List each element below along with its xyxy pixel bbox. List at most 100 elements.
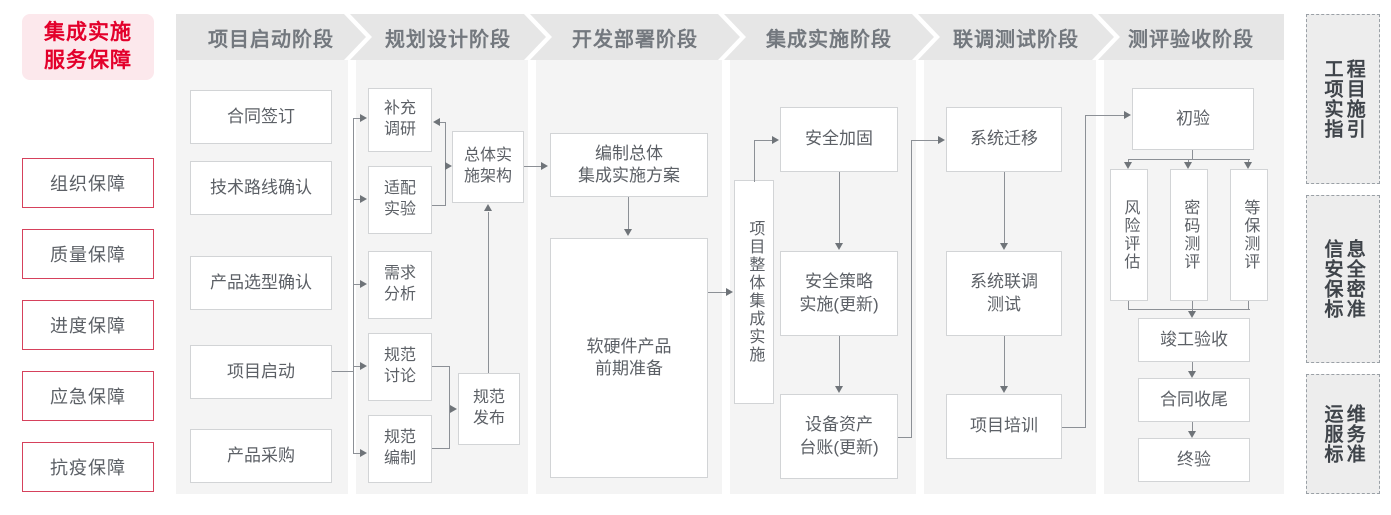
node-p2-2[interactable]: 需求 分析: [368, 251, 432, 319]
node-label: 终验: [1177, 449, 1211, 469]
connector-p2-0-out: [440, 122, 446, 124]
phase-title: 项目启动阶段: [208, 28, 334, 51]
node-label: 合同收尾: [1160, 389, 1228, 409]
node-p1-0[interactable]: 合同签订: [190, 90, 332, 144]
connector-p3-1-to-p4-0: [708, 292, 727, 294]
connector-p3-0-to-p3-1: [628, 197, 630, 229]
phase-title: 开发部署阶段: [572, 28, 698, 51]
arrow-into-p5-0: [938, 136, 945, 144]
node-p2-4[interactable]: 规范 编制: [368, 415, 432, 483]
node-p1-4[interactable]: 产品采购: [190, 429, 332, 483]
node-p4-0[interactable]: 项目整体集成实施: [734, 180, 774, 404]
connector-split-mid: [1188, 159, 1190, 163]
arrow-to-p2-1: [360, 195, 367, 203]
node-p6-3[interactable]: 等保测评: [1230, 169, 1268, 301]
connector-p4-3-out: [898, 437, 912, 439]
node-label: 系统迁移: [970, 129, 1038, 149]
connector-p2-3-out: [432, 366, 450, 368]
node-p6-5[interactable]: 合同收尾: [1138, 378, 1250, 422]
phase-header-p3[interactable]: 开发部署阶段: [530, 14, 740, 60]
phase-header-p2[interactable]: 规划设计阶段: [350, 14, 546, 60]
guarantee-item-4[interactable]: 抗疫保障: [22, 442, 154, 492]
guarantee-item-2[interactable]: 进度保障: [22, 300, 154, 350]
node-label: 项目整体集成实施: [746, 220, 764, 364]
node-p6-1[interactable]: 风险评估: [1110, 169, 1148, 301]
node-label: 需求 分析: [383, 265, 416, 303]
node-label: 产品采购: [227, 445, 295, 465]
brand-card: 集成实施 服务保障: [22, 14, 154, 80]
arrow-into-p6-1: [1124, 162, 1132, 169]
arrow-into-p4-1: [772, 136, 779, 144]
phase-header-p4[interactable]: 集成实施阶段: [724, 14, 934, 60]
node-label: 产品选型确认: [210, 272, 312, 292]
guarantee-label: 组织保障: [50, 174, 126, 194]
node-p1-2[interactable]: 产品选型确认: [190, 256, 332, 310]
node-p2-6[interactable]: 规范 发布: [458, 373, 520, 445]
standard-card-2[interactable]: 维务准 运服标: [1306, 374, 1380, 494]
arrow-to-p2-4: [360, 449, 367, 457]
node-p4-1[interactable]: 安全加固: [780, 107, 898, 172]
standard-card-1[interactable]: 息全密准 信安保标: [1306, 195, 1380, 363]
connector-p6-0-down: [1192, 150, 1194, 160]
node-label: 风险评估: [1121, 199, 1139, 271]
connector-trunk-vertical: [353, 118, 355, 454]
node-p3-0[interactable]: 编制总体 集成实施方案: [550, 133, 708, 197]
standard-col-left: 工项实指: [1321, 59, 1343, 139]
arrow-into-p4-0: [726, 288, 733, 296]
arrow-into-p6-2: [1184, 162, 1192, 169]
node-p2-0[interactable]: 补充 调研: [368, 88, 432, 152]
guarantee-item-3[interactable]: 应急保障: [22, 371, 154, 421]
arrow-into-p6-4: [1188, 311, 1196, 318]
guarantee-label: 抗疫保障: [50, 458, 126, 478]
connector-p6-merge: [1128, 309, 1250, 311]
node-p4-3[interactable]: 设备资产 台账(更新): [780, 394, 898, 479]
node-p4-2[interactable]: 安全策略 实施(更新): [780, 251, 898, 336]
standard-card-0[interactable]: 程目施引 工项实指: [1306, 14, 1380, 184]
node-p3-1[interactable]: 软硬件产品 前期准备: [550, 238, 708, 478]
arrow-into-p2-6: [450, 405, 457, 413]
arrow-into-p6-6: [1188, 431, 1196, 438]
connector-split-right: [1248, 159, 1250, 163]
arrow-to-p2-2: [360, 280, 367, 288]
node-p2-3[interactable]: 规范 讨论: [368, 333, 432, 401]
node-label: 规范 讨论: [383, 347, 416, 385]
node-label: 密码测评: [1181, 199, 1199, 271]
arrow-up-into-p2-5: [484, 204, 492, 211]
connector-p4-2-to-p4-3: [839, 336, 841, 386]
connector-trunk-to-p2-2: [353, 284, 362, 286]
node-label: 规范 发布: [472, 389, 505, 427]
node-p6-6[interactable]: 终验: [1138, 438, 1250, 482]
node-p5-1[interactable]: 系统联调 测试: [946, 251, 1062, 336]
connector-trunk-to-p2-3: [353, 366, 362, 368]
node-label: 软硬件产品 前期准备: [586, 336, 672, 378]
node-p5-0[interactable]: 系统迁移: [946, 107, 1062, 172]
node-p6-0[interactable]: 初验: [1132, 88, 1254, 150]
connector-trunk-to-p2-0: [353, 118, 362, 120]
standard-col-right: 程目施引: [1343, 59, 1365, 139]
node-p6-4[interactable]: 竣工验收: [1138, 318, 1250, 362]
node-p1-3[interactable]: 项目启动: [190, 345, 332, 399]
connector-p6-1-down: [1128, 301, 1130, 310]
arrow-into-p6-3: [1244, 162, 1252, 169]
arrow-to-p2-0: [360, 114, 367, 122]
standard-col-right: 息全密准: [1343, 239, 1365, 319]
guarantee-item-1[interactable]: 质量保障: [22, 229, 154, 279]
brand-line-2: 服务保障: [44, 49, 132, 72]
node-p2-1[interactable]: 适配 实验: [368, 166, 432, 234]
connector-p4-0-up: [754, 140, 756, 182]
standard-col-left: 运服标: [1321, 404, 1343, 464]
phase-header-p5[interactable]: 联调测试阶段: [918, 14, 1114, 60]
phase-header-p1[interactable]: 项目启动阶段: [176, 14, 366, 60]
phase-title: 测评验收阶段: [1128, 28, 1254, 51]
connector-merge-2-vertical: [449, 366, 451, 449]
phase-header-p6[interactable]: 测评验收阶段: [1098, 14, 1284, 60]
node-label: 等保测评: [1241, 199, 1259, 271]
node-p6-2[interactable]: 密码测评: [1170, 169, 1208, 301]
connector-p5-2-out: [1062, 427, 1086, 429]
arrow-into-p3-0: [541, 162, 548, 170]
node-p5-2[interactable]: 项目培训: [946, 394, 1062, 459]
node-p2-5[interactable]: 总体实 施架构: [452, 131, 524, 203]
node-p1-1[interactable]: 技术路线确认: [190, 161, 332, 215]
guarantee-item-0[interactable]: 组织保障: [22, 158, 154, 208]
